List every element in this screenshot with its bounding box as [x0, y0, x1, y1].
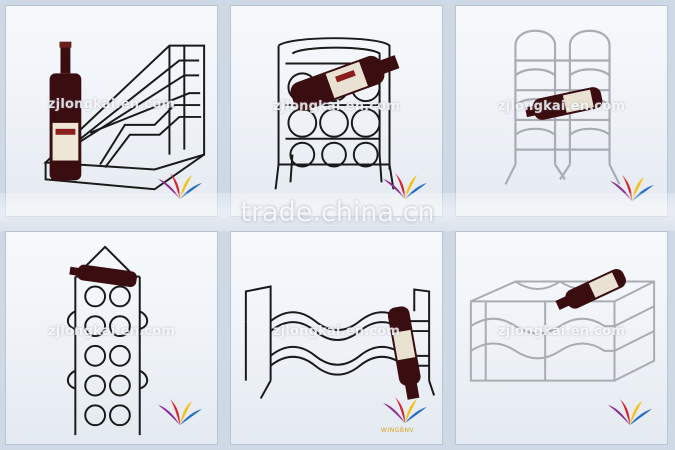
brand-name: WINGBNV	[381, 427, 415, 434]
wine-bottle	[69, 264, 137, 288]
brand-logo-icon	[156, 397, 204, 427]
brand-logo-icon	[606, 397, 654, 427]
wine-bottle	[387, 306, 421, 400]
wine-bottle	[555, 269, 626, 310]
watermark-text: zjlongkai.en.com	[497, 99, 626, 114]
wine-bottle	[524, 87, 603, 120]
watermark-text: zjlongkai.en.com	[272, 324, 401, 339]
watermark-text: zjlongkai.en.com	[272, 99, 401, 114]
wine-rack-stackable	[469, 269, 656, 382]
product-tile-1[interactable]: zjlongkai.en.com	[5, 5, 218, 217]
watermark-text: zjlongkai.en.com	[47, 97, 176, 112]
wine-bottle	[49, 41, 82, 181]
product-tile-6[interactable]: zjlongkai.en.com	[455, 231, 668, 445]
watermark-band	[0, 193, 675, 231]
product-tile-4[interactable]: zjlongkai.en.com	[5, 231, 218, 445]
wine-rack-scroll-tower	[66, 245, 149, 436]
product-tile-5[interactable]: zjlongkai.en.com WINGBNV	[230, 231, 443, 445]
watermark-text: zjlongkai.en.com	[497, 324, 626, 339]
wine-rack-tilted-holder	[43, 41, 206, 191]
watermark-text: zjlongkai.en.com	[47, 324, 176, 339]
wine-rack-twin-arch	[504, 29, 621, 185]
product-tile-2[interactable]: zjlongkai.en.com	[230, 5, 443, 217]
product-tile-3[interactable]: zjlongkai.en.com	[455, 5, 668, 217]
wine-rack-six-bottle	[274, 37, 400, 190]
wine-rack-wave	[244, 285, 436, 400]
wine-bottle	[290, 55, 400, 111]
brand-logo-icon	[381, 395, 429, 425]
site-watermark: trade.china.cn	[240, 197, 435, 228]
